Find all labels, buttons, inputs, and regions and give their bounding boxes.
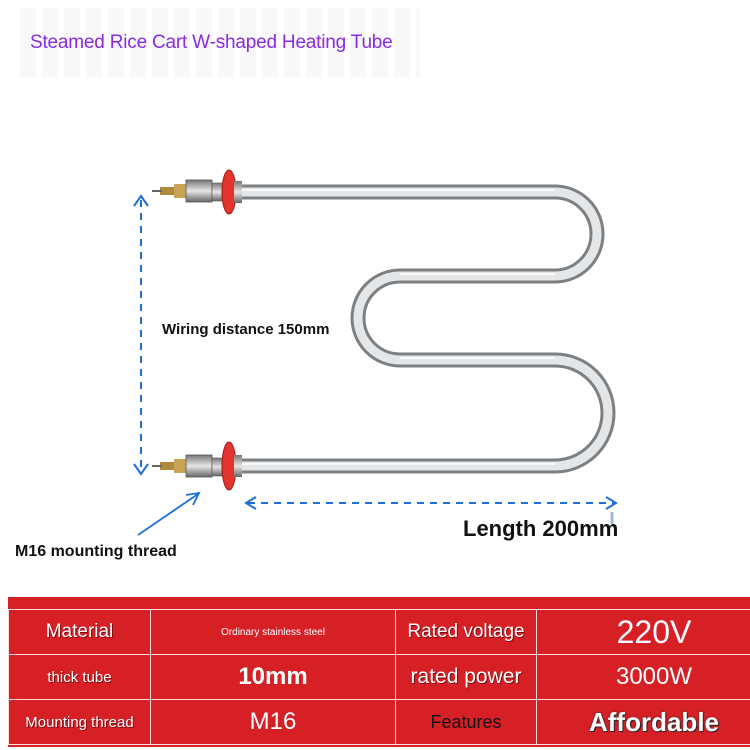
spec-label-mounting-thread: Mounting thread: [8, 699, 151, 745]
spec-label-rated-power: rated power: [395, 654, 537, 700]
spec-value-rated-power: 3000W: [536, 654, 750, 700]
w-shaped-tube: [232, 184, 616, 474]
spec-row: thick tube 10mm rated power 3000W: [8, 654, 750, 700]
wiring-distance-label: Wiring distance 150mm: [162, 321, 330, 338]
top-terminal: [152, 169, 242, 215]
bottom-terminal: [152, 441, 242, 491]
spec-row: Material Ordinary stainless steel Rated …: [8, 609, 750, 655]
spec-label-features: Features: [395, 699, 537, 745]
spec-table: Material Ordinary stainless steel Rated …: [8, 609, 750, 745]
length-dimension: [244, 496, 618, 524]
spec-value-thick-tube: 10mm: [150, 654, 396, 700]
spec-value-rated-voltage: 220V: [536, 609, 750, 655]
spec-label-material: Material: [8, 609, 151, 655]
product-title: Steamed Rice Cart W-shaped Heating Tube: [30, 32, 393, 53]
spec-value-mounting-thread: M16: [150, 699, 396, 745]
mounting-thread-label: M16 mounting thread: [15, 543, 177, 560]
spec-label-thick-tube: thick tube: [8, 654, 151, 700]
mounting-thread-pointer: [137, 491, 201, 536]
spec-row: Mounting thread M16 Features Affordable: [8, 699, 750, 745]
heating-tube-illustration: [133, 169, 618, 536]
spec-value-material: Ordinary stainless steel: [150, 609, 396, 655]
faded-background-text: [20, 8, 420, 78]
spec-table-panel: Material Ordinary stainless steel Rated …: [8, 597, 750, 747]
spec-label-rated-voltage: Rated voltage: [395, 609, 537, 655]
length-label: Length 200mm: [463, 516, 619, 541]
wiring-distance-dimension: [133, 194, 149, 476]
spec-value-features: Affordable: [536, 699, 750, 745]
